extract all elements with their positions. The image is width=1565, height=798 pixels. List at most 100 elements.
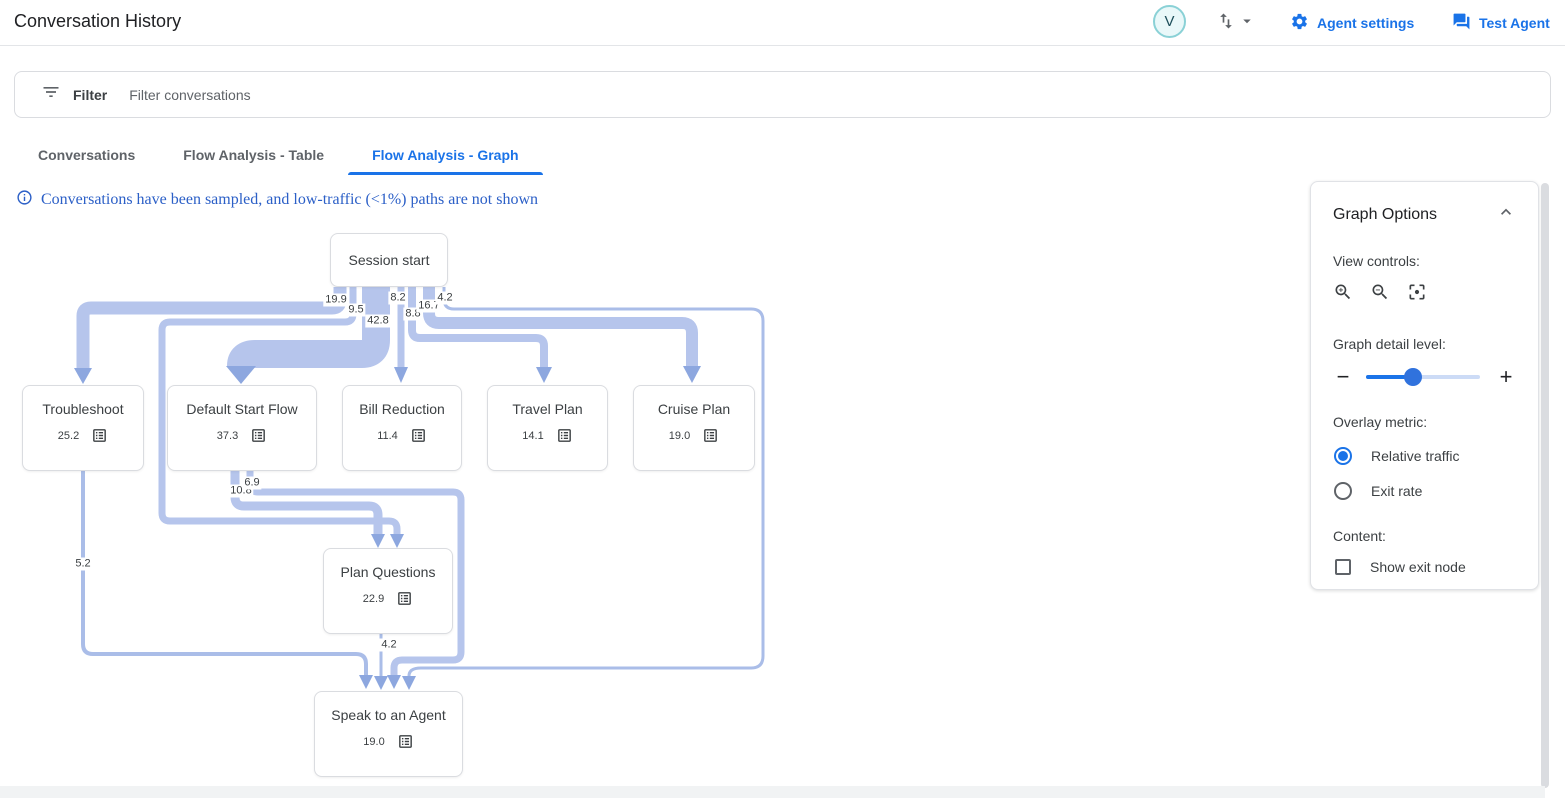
filter-icon <box>41 82 61 107</box>
node-session-start[interactable]: Session start <box>330 233 448 287</box>
tab-flow-analysis-graph[interactable]: Flow Analysis - Graph <box>348 135 543 175</box>
zoom-out-icon[interactable] <box>1370 282 1390 307</box>
arrowhead <box>74 368 92 384</box>
arrowhead <box>371 534 385 548</box>
list-alt-icon[interactable] <box>91 427 108 444</box>
node-value: 11.4 <box>377 429 398 442</box>
edge-value-label: 19.9 <box>323 293 349 307</box>
radio-icon[interactable] <box>1334 482 1352 500</box>
avatar[interactable]: V <box>1153 5 1186 38</box>
tab-flow-analysis-table[interactable]: Flow Analysis - Table <box>183 147 325 163</box>
panel-title: Graph Options <box>1333 205 1438 223</box>
tab-conversations[interactable]: Conversations <box>38 147 136 163</box>
sampling-notice: Conversations have been sampled, and low… <box>16 189 538 211</box>
list-alt-icon[interactable] <box>556 427 573 444</box>
overlay-metric-label: Overlay metric: <box>1333 414 1428 430</box>
list-alt-icon[interactable] <box>702 427 719 444</box>
node-title: Cruise Plan <box>657 401 731 417</box>
edge-session-plan-questions[interactable] <box>158 287 401 536</box>
gear-icon <box>1290 12 1309 34</box>
list-alt-icon[interactable] <box>410 427 427 444</box>
node-value: 25.2 <box>57 429 80 442</box>
filter-bar[interactable]: Filter <box>14 71 1551 118</box>
node-troubleshoot[interactable]: Troubleshoot 25.2 <box>22 385 144 471</box>
vertical-scrollbar[interactable] <box>1541 183 1549 788</box>
node-cruise-plan[interactable]: Cruise Plan 19.0 <box>633 385 755 471</box>
arrowhead <box>402 676 416 690</box>
detail-plus-button[interactable]: + <box>1499 364 1513 389</box>
checkbox-label: Show exit node <box>1370 559 1466 575</box>
filter-label: Filter <box>73 86 108 103</box>
chat-icon <box>1452 12 1471 34</box>
center-focus-icon[interactable] <box>1407 282 1427 307</box>
detail-minus-button[interactable]: − <box>1336 364 1350 389</box>
edge-value-label: 42.8 <box>365 314 391 328</box>
radio-label: Relative traffic <box>1371 448 1460 464</box>
zoom-in-icon[interactable] <box>1333 282 1353 307</box>
detail-slider[interactable] <box>1366 368 1480 386</box>
node-title: Travel Plan <box>512 401 583 417</box>
arrowhead <box>390 534 404 548</box>
agent-settings-label: Agent settings <box>1317 15 1415 31</box>
arrowhead <box>536 367 552 383</box>
edge-session-default-start-flow[interactable] <box>227 287 390 369</box>
arrowhead <box>387 675 401 689</box>
node-travel-plan[interactable]: Travel Plan 14.1 <box>487 385 608 471</box>
edge-troubleshoot-speak[interactable] <box>81 471 368 676</box>
edge-value-label: 6.9 <box>242 476 262 490</box>
avatar-initial: V <box>1164 13 1175 30</box>
edge-value-label: 9.5 <box>346 303 366 317</box>
node-default-start-flow[interactable]: Default Start Flow 37.3 <box>167 385 317 471</box>
horizontal-scrollbar[interactable] <box>0 786 1545 798</box>
radio-relative-traffic[interactable]: Relative traffic <box>1333 447 1516 465</box>
arrowhead <box>394 367 408 383</box>
edge-default-speak[interactable] <box>246 471 465 676</box>
edge-default-plan-questions[interactable] <box>230 471 383 536</box>
node-plan-questions[interactable]: Plan Questions 22.9 <box>323 548 453 634</box>
node-speak-to-an-agent[interactable]: Speak to an Agent 19.0 <box>314 691 463 777</box>
arrowhead <box>374 676 388 690</box>
node-title: Bill Reduction <box>359 401 445 417</box>
edge-value-label: 8.2 <box>388 291 408 305</box>
graph-detail-label: Graph detail level: <box>1333 336 1446 352</box>
arrowhead <box>683 366 701 383</box>
tab-bar: Conversations Flow Analysis - Table Flow… <box>14 135 543 175</box>
node-value: 22.9 <box>362 592 385 605</box>
node-bill-reduction[interactable]: Bill Reduction 11.4 <box>342 385 462 471</box>
edge-session-speak-loop[interactable] <box>407 287 765 678</box>
node-title: Plan Questions <box>340 564 436 580</box>
edge-value-label: 5.2 <box>73 557 93 571</box>
agent-settings-button[interactable]: Agent settings <box>1290 12 1414 34</box>
edge-value-label: 4.2 <box>435 291 455 305</box>
slider-thumb[interactable] <box>1403 368 1422 386</box>
chevron-up-icon[interactable] <box>1496 202 1516 227</box>
slider-fill <box>1366 375 1413 379</box>
view-controls-label: View controls: <box>1333 253 1420 269</box>
node-title: Troubleshoot <box>42 401 124 417</box>
edge-session-travel-plan[interactable] <box>408 287 548 368</box>
node-value: 19.0 <box>668 429 691 442</box>
edge-value-label: 4.2 <box>379 638 399 652</box>
node-value: 37.3 <box>216 429 239 442</box>
list-alt-icon[interactable] <box>250 427 267 444</box>
radio-exit-rate[interactable]: Exit rate <box>1333 482 1516 500</box>
list-alt-icon[interactable] <box>397 733 414 750</box>
test-agent-button[interactable]: Test Agent <box>1452 12 1550 34</box>
filter-conversations-input[interactable] <box>129 86 1030 103</box>
sort-button[interactable] <box>1216 11 1256 36</box>
node-title: Session start <box>348 252 430 268</box>
checkbox-icon[interactable] <box>1335 559 1351 575</box>
node-value: 19.0 <box>363 735 385 748</box>
app-header: Conversation History V Agent settings Te… <box>0 0 1565 46</box>
swap-vert-icon <box>1216 11 1236 36</box>
chevron-down-icon <box>1238 12 1256 35</box>
page-title: Conversation History <box>14 11 182 31</box>
arrowhead <box>359 675 373 689</box>
radio-label: Exit rate <box>1371 483 1423 499</box>
show-exit-node-option[interactable]: Show exit node <box>1333 559 1516 575</box>
arrowhead <box>226 366 256 384</box>
list-alt-icon[interactable] <box>396 590 413 607</box>
graph-options-panel: Graph Options View controls: Graph detai… <box>1310 181 1539 590</box>
radio-icon[interactable] <box>1334 447 1352 465</box>
edge-session-cruise-plan[interactable] <box>423 287 698 368</box>
